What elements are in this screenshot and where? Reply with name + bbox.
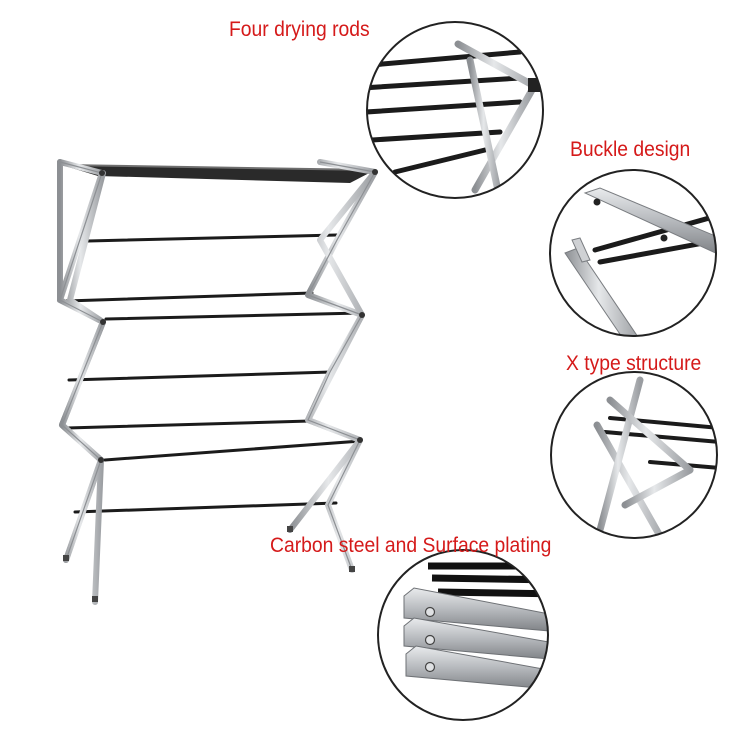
rods-detail-icon <box>366 21 544 199</box>
callout-x-type-structure: X type structure <box>566 352 702 375</box>
drying-rack-illustration <box>57 159 378 605</box>
callout-carbon-steel: Carbon steel and Surface plating <box>270 534 552 557</box>
buckle-detail-icon <box>549 169 717 337</box>
steel-plating-detail-icon <box>377 549 549 721</box>
x-structure-detail-icon <box>550 371 718 539</box>
callout-four-drying-rods: Four drying rods <box>229 18 370 41</box>
callout-buckle-design: Buckle design <box>570 138 691 161</box>
